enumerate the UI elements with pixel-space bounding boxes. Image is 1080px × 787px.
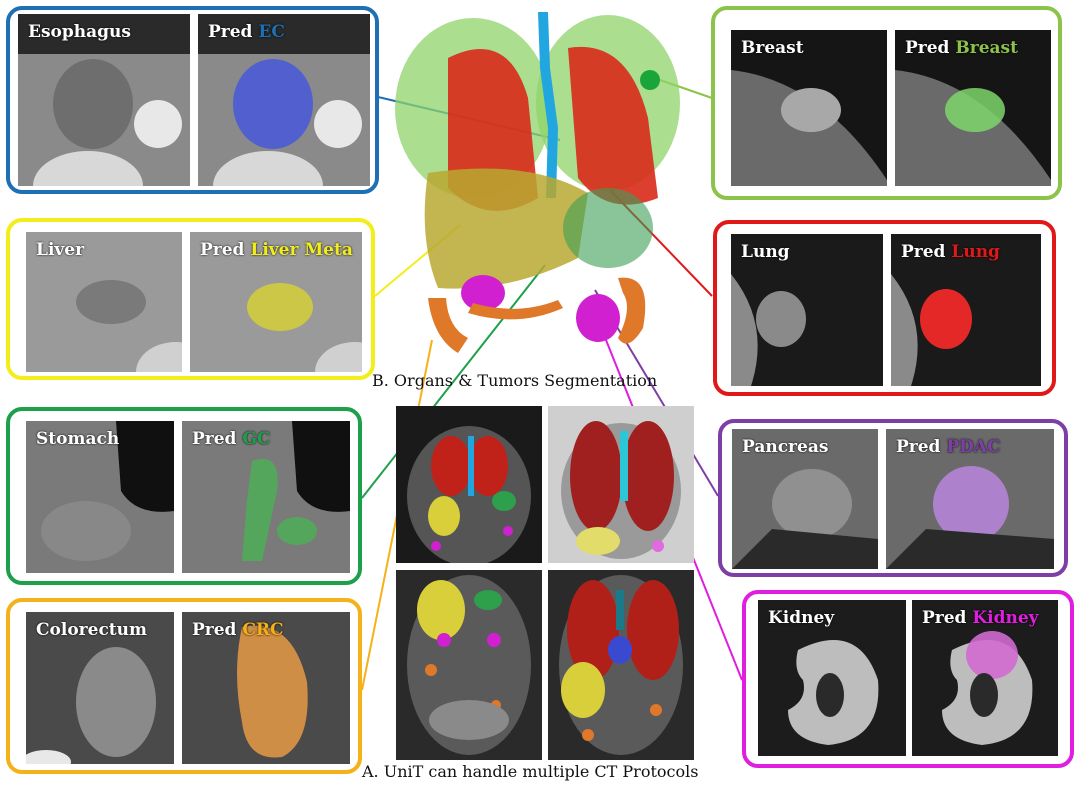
tumor-label-liver: Liver Meta xyxy=(250,240,353,260)
tumor-label-lung: Lung xyxy=(951,242,1000,262)
label-liver: Liver xyxy=(36,240,85,260)
label-colorectum: Colorectum xyxy=(36,620,147,640)
ct-image-breast: Breast xyxy=(731,30,887,186)
panel-liver: Liver Pred Liver Meta xyxy=(6,218,375,380)
tumor-label-esophagus: EC xyxy=(258,22,285,42)
ct-pred-esophagus: Pred EC xyxy=(198,14,370,186)
pred-label-kidney: Pred Kidney xyxy=(922,608,1039,628)
tumor-label-breast: Breast xyxy=(955,38,1018,58)
colon-3d xyxy=(428,298,468,353)
caption-organs-segmentation: B. Organs & Tumors Segmentation xyxy=(372,371,658,390)
tumor-label-stomach: GC xyxy=(242,429,271,449)
ct-image-colorectum: Colorectum xyxy=(26,612,174,764)
right-kidney-3d xyxy=(576,294,620,342)
label-breast: Breast xyxy=(741,38,804,58)
colon-3d-right xyxy=(618,277,646,344)
panel-breast: Breast Pred Breast xyxy=(711,6,1062,200)
label-lung: Lung xyxy=(741,242,790,262)
esophagus-3d xyxy=(538,12,558,198)
left-kidney-3d xyxy=(461,275,505,311)
ct-image-esophagus: Esophagus xyxy=(18,14,190,186)
liver-3d xyxy=(424,168,588,289)
ct-protocol-grid xyxy=(396,406,694,760)
ct-image-lung: Lung xyxy=(731,234,883,386)
stomach-3d xyxy=(563,188,653,268)
label-esophagus: Esophagus xyxy=(28,22,131,42)
pred-label-esophagus: Pred EC xyxy=(208,22,285,42)
ct-protocol-image-1 xyxy=(396,406,542,563)
ct-image-pancreas: Pancreas xyxy=(732,429,878,569)
label-pancreas: Pancreas xyxy=(742,437,829,457)
ct-protocol-image-4 xyxy=(548,570,694,760)
ct-protocol-image-3 xyxy=(396,570,542,760)
pred-label-lung: Pred Lung xyxy=(901,242,1000,262)
tumor-label-kidney: Kidney xyxy=(972,608,1039,628)
ct-image-stomach: Stomach xyxy=(26,421,174,573)
ct-pred-kidney: Pred Kidney xyxy=(912,600,1058,756)
ct-pred-lung: Pred Lung xyxy=(891,234,1041,386)
red-structure-right xyxy=(568,46,658,205)
pred-label-liver: Pred Liver Meta xyxy=(200,240,353,260)
ct-pred-pancreas: Pred PDAC xyxy=(886,429,1054,569)
panel-lung: Lung Pred Lung xyxy=(713,220,1056,396)
caption-ct-protocols: A. UniT can handle multiple CT Protocols xyxy=(362,762,699,781)
panel-pancreas: Pancreas Pred PDAC xyxy=(718,419,1068,577)
ct-pred-breast: Pred Breast xyxy=(895,30,1051,186)
panel-esophagus: Esophagus Pred EC xyxy=(6,6,379,194)
ct-protocol-image-2 xyxy=(548,406,694,563)
tumor-label-pancreas: PDAC xyxy=(946,437,1001,457)
pred-label-colorectum: Pred CRC xyxy=(192,620,284,640)
pred-label-breast: Pred Breast xyxy=(905,38,1018,58)
ct-pred-colorectum: Pred CRC xyxy=(182,612,350,764)
pred-label-pancreas: Pred PDAC xyxy=(896,437,1001,457)
panel-colorectum: Colorectum Pred CRC xyxy=(6,598,362,774)
label-stomach: Stomach xyxy=(36,429,120,449)
panel-kidney: Kidney Pred Kidney xyxy=(742,590,1074,768)
tumor-label-colorectum: CRC xyxy=(242,620,284,640)
breast-tumor-3d xyxy=(640,70,660,90)
ct-pred-stomach: Pred GC xyxy=(182,421,350,573)
colon-3d-mid xyxy=(468,300,563,320)
organ-3d-rendering xyxy=(395,12,680,353)
ct-pred-liver: Pred Liver Meta xyxy=(190,232,362,372)
label-kidney: Kidney xyxy=(768,608,835,628)
pred-label-stomach: Pred GC xyxy=(192,429,271,449)
ct-image-liver: Liver xyxy=(26,232,182,372)
ct-image-kidney: Kidney xyxy=(758,600,906,756)
connector-stomach xyxy=(361,264,546,499)
panel-stomach: Stomach Pred GC xyxy=(6,407,362,585)
